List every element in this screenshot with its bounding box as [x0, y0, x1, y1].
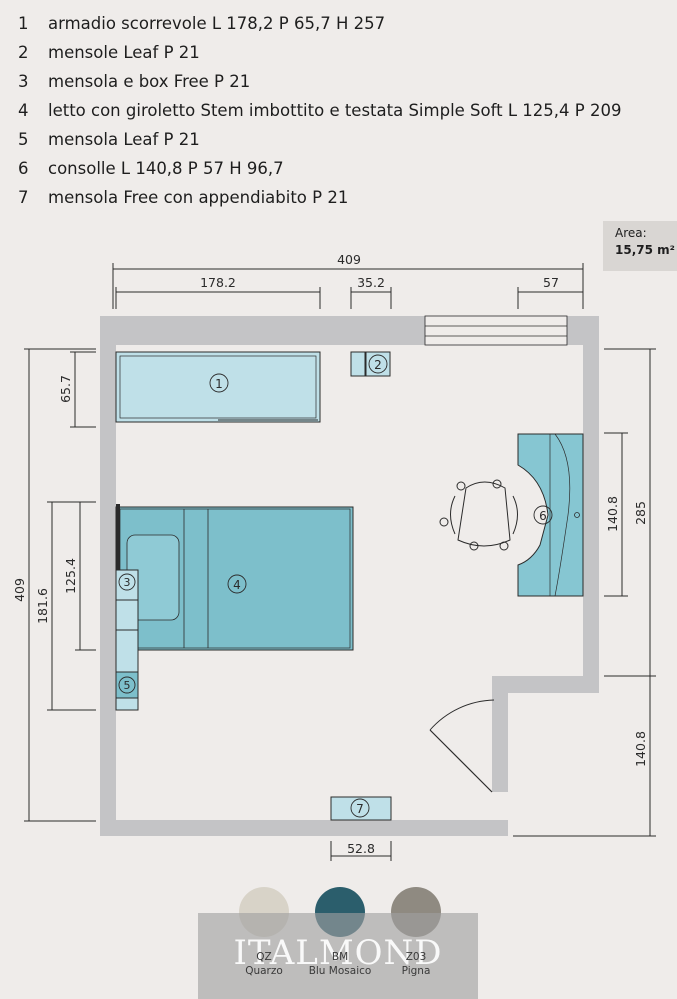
legend-text: letto con giroletto Stem imbottito e tes…: [48, 101, 622, 120]
door-leaf: [429, 729, 493, 793]
legend-text: mensole Leaf P 21: [48, 43, 200, 62]
shelf-box-3: 3: [115, 569, 139, 631]
dim-bed-width: 125.4: [63, 558, 78, 594]
wardrobe: 1: [115, 351, 321, 423]
dim-bottom-shelf: 52.8: [347, 841, 375, 856]
brand-logo: ITALMOND: [233, 933, 443, 973]
marker-7: 7: [356, 802, 364, 816]
legend-number: 7: [18, 188, 29, 207]
dim-right-lower: 140.8: [633, 731, 648, 767]
dim-left-inner: 181.6: [35, 588, 50, 624]
marker-5: 5: [124, 679, 131, 692]
shelf-7: 7: [330, 796, 392, 821]
finish-name: Quarzo: [245, 965, 283, 977]
desk-chair: [439, 479, 518, 551]
window: [424, 315, 568, 346]
marker-3: 3: [124, 576, 131, 589]
finish-code: QZ: [256, 951, 272, 963]
swatch-label-pigna: Z03 Pigna: [381, 950, 451, 978]
legend-text: mensola e box Free P 21: [48, 72, 251, 91]
swatch-label-quarzo: QZ Quarzo: [229, 950, 299, 978]
shelf-2: 2: [350, 351, 391, 377]
dim-console-length: 140.8: [605, 496, 620, 532]
dim-wardrobe-width: 178.2: [200, 275, 236, 290]
legend-text: mensola Leaf P 21: [48, 130, 200, 149]
dim-shelf-width: 35.2: [357, 275, 385, 290]
legend-number: 3: [18, 72, 29, 91]
door-opening: [492, 792, 508, 820]
legend-text: mensola Free con appendiabito P 21: [48, 188, 349, 207]
dim-top-total: 409: [337, 252, 361, 267]
legend-number: 4: [18, 101, 29, 120]
door-swing: [429, 699, 495, 731]
dim-left-total: 409: [12, 578, 27, 602]
legend-number: 1: [18, 14, 29, 33]
brand-watermark-band: [198, 913, 478, 999]
marker-4: 4: [233, 578, 241, 592]
legend-text: consolle L 140,8 P 57 H 96,7: [48, 159, 284, 178]
shelf-5: 5: [115, 629, 139, 711]
legend-number: 6: [18, 159, 29, 178]
dim-right-upper: 285: [633, 501, 648, 525]
swatch-label-blu-mosaico: BM Blu Mosaico: [305, 950, 375, 978]
marker-6: 6: [539, 509, 547, 523]
area-badge: Area: 15,75 m²: [603, 221, 677, 271]
legend-number: 5: [18, 130, 29, 149]
legend-text: armadio scorrevole L 178,2 P 65,7 H 257: [48, 14, 386, 33]
area-label: Area:: [615, 226, 647, 240]
console: 6: [517, 433, 584, 597]
marker-2: 2: [374, 358, 382, 372]
legend-number: 2: [18, 43, 29, 62]
finish-name: Blu Mosaico: [308, 965, 372, 977]
finish-code: BM: [331, 951, 349, 963]
dim-wardrobe-depth: 65.7: [58, 375, 73, 403]
dim-console-depth: 57: [543, 275, 559, 290]
finish-name: Pigna: [401, 965, 431, 977]
area-value: 15,75 m²: [615, 243, 675, 257]
marker-1: 1: [215, 377, 223, 391]
bed: 4: [115, 504, 354, 652]
finish-code: Z03: [405, 951, 427, 963]
